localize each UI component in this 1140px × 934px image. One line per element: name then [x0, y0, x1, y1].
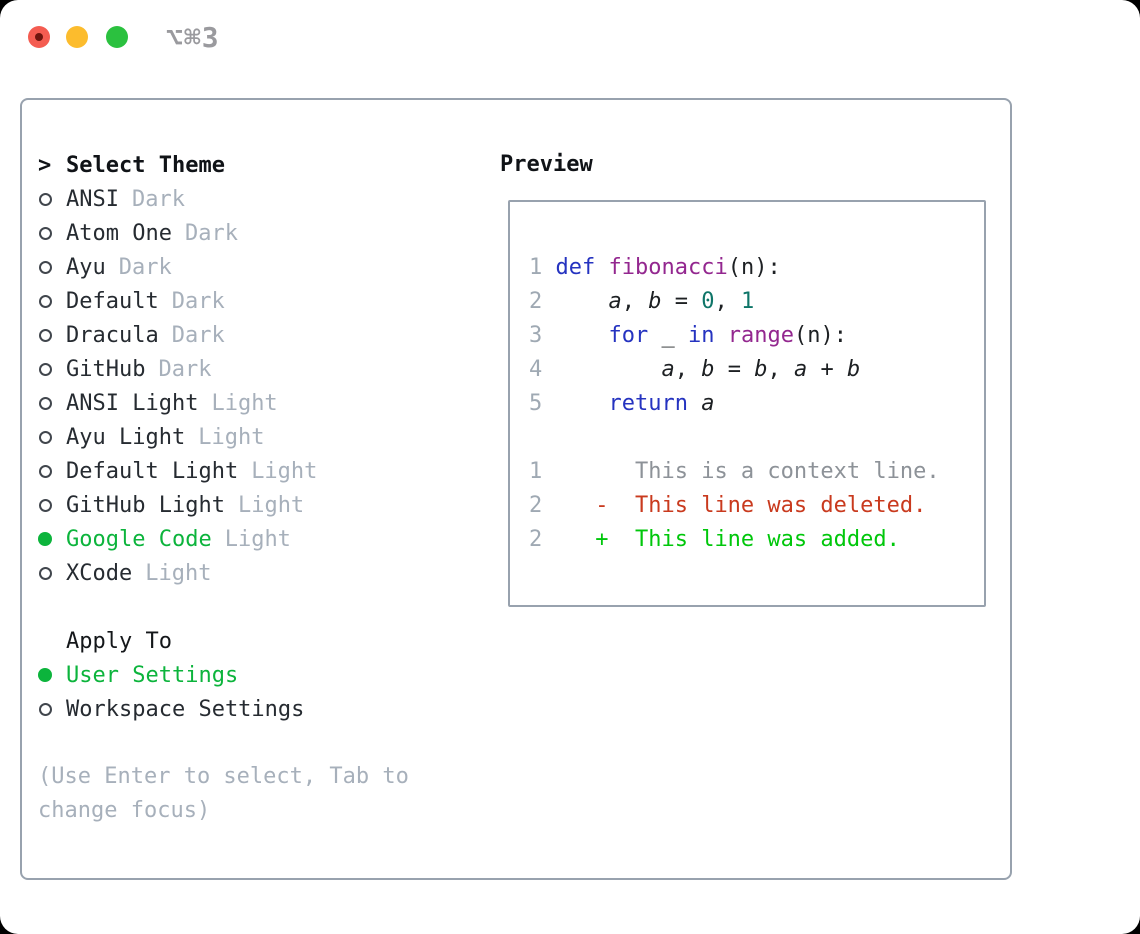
theme-option-atom-one[interactable]: Atom One Dark: [38, 216, 409, 250]
theme-option-github[interactable]: GitHub Dark: [38, 352, 409, 386]
diff-deleted-line: 2 - This line was deleted.: [529, 493, 927, 518]
theme-name: Atom One: [66, 220, 172, 246]
focus-caret-icon: >: [38, 152, 52, 178]
theme-name: GitHub Light: [66, 492, 225, 518]
titlebar: ⌥⌘3: [0, 0, 1140, 75]
code-line: 5 return a: [529, 391, 715, 416]
spacer: [38, 726, 409, 760]
code-line: 1 def fibonacci(n):: [529, 255, 781, 280]
theme-variant: Dark: [118, 254, 172, 280]
radio-icon: [38, 192, 66, 206]
minimize-button[interactable]: [66, 26, 88, 48]
radio-icon: [38, 430, 66, 444]
radio-icon: [38, 294, 66, 308]
radio-selected-icon: [38, 532, 66, 546]
apply-option-workspace-settings[interactable]: Workspace Settings: [38, 692, 409, 726]
apply-to-header: Apply To: [38, 624, 409, 658]
theme-variant: Dark: [171, 322, 225, 348]
theme-variant: Dark: [158, 356, 212, 382]
theme-variant: Dark: [184, 220, 238, 246]
theme-option-default[interactable]: Default Dark: [38, 284, 409, 318]
diff-context-line: 1 This is a context line.: [529, 459, 940, 484]
radio-icon: [38, 464, 66, 478]
theme-name: Ayu Light: [66, 424, 186, 450]
theme-option-xcode[interactable]: XCode Light: [38, 556, 409, 590]
theme-variant: Light: [198, 424, 265, 450]
theme-option-dracula[interactable]: Dracula Dark: [38, 318, 409, 352]
theme-option-ansi-light[interactable]: ANSI Light Light: [38, 386, 409, 420]
theme-variant: Dark: [131, 186, 185, 212]
footer-hint: (Use Enter to select, Tab to change focus…: [38, 760, 409, 828]
apply-to-header-label: Apply To: [66, 628, 172, 654]
theme-name: GitHub: [66, 356, 146, 382]
theme-name: Default Light: [66, 458, 239, 484]
code-line: 2 a, b = 0, 1: [529, 289, 755, 314]
theme-option-ayu[interactable]: Ayu Dark: [38, 250, 409, 284]
blank-line: [529, 421, 984, 455]
apply-option-label: User Settings: [66, 662, 239, 688]
theme-name: Dracula: [66, 322, 159, 348]
preview-title: Preview: [500, 152, 593, 177]
theme-name: Google Code: [66, 526, 212, 552]
radio-icon: [38, 328, 66, 342]
footer-hint-line: (Use Enter to select, Tab to: [38, 764, 409, 789]
theme-variant: Dark: [171, 288, 225, 314]
zoom-button[interactable]: [106, 26, 128, 48]
theme-name: XCode: [66, 560, 133, 586]
code-line: 4 a, b = b, a + b: [529, 357, 861, 382]
keyboard-shortcut-label: ⌥⌘3: [166, 21, 220, 54]
spacer: [38, 590, 409, 624]
radio-selected-icon: [38, 668, 66, 682]
code-line: 3 for _ in range(n):: [529, 323, 847, 348]
footer-hint-line: change focus): [38, 798, 211, 823]
theme-option-google-code[interactable]: Google Code Light: [38, 522, 409, 556]
apply-option-user-settings[interactable]: User Settings: [38, 658, 409, 692]
preview-column: Preview 1 def fibonacci(n): 2 a, b = 0, 1…: [500, 148, 986, 607]
radio-icon: [38, 226, 66, 240]
theme-name: ANSI: [66, 186, 119, 212]
theme-variant: Light: [237, 492, 305, 518]
radio-icon: [38, 566, 66, 580]
theme-variant: Light: [211, 390, 278, 416]
theme-name: Default: [66, 288, 159, 314]
apply-option-label: Workspace Settings: [66, 696, 305, 722]
theme-option-default-light[interactable]: Default Light Light: [38, 454, 409, 488]
radio-icon: [38, 702, 66, 716]
diff-added-line: 2 + This line was added.: [529, 527, 900, 552]
theme-variant: Light: [145, 560, 212, 586]
select-theme-header: > Select Theme: [38, 148, 409, 182]
radio-icon: [38, 260, 66, 274]
radio-icon: [38, 396, 66, 410]
close-button[interactable]: [28, 26, 50, 48]
select-theme-header-label: Select Theme: [66, 152, 225, 178]
preview-box: 1 def fibonacci(n): 2 a, b = 0, 1 3 for _ …: [508, 200, 986, 607]
radio-icon: [38, 498, 66, 512]
theme-option-github-light[interactable]: GitHub Light Light: [38, 488, 409, 522]
radio-icon: [38, 362, 66, 376]
theme-option-ayu-light[interactable]: Ayu Light Light: [38, 420, 409, 454]
theme-variant: Light: [224, 526, 291, 552]
theme-name: Ayu: [66, 254, 106, 280]
theme-variant: Light: [251, 458, 318, 484]
theme-option-ansi[interactable]: ANSI Dark: [38, 182, 409, 216]
theme-name: ANSI Light: [66, 390, 199, 416]
